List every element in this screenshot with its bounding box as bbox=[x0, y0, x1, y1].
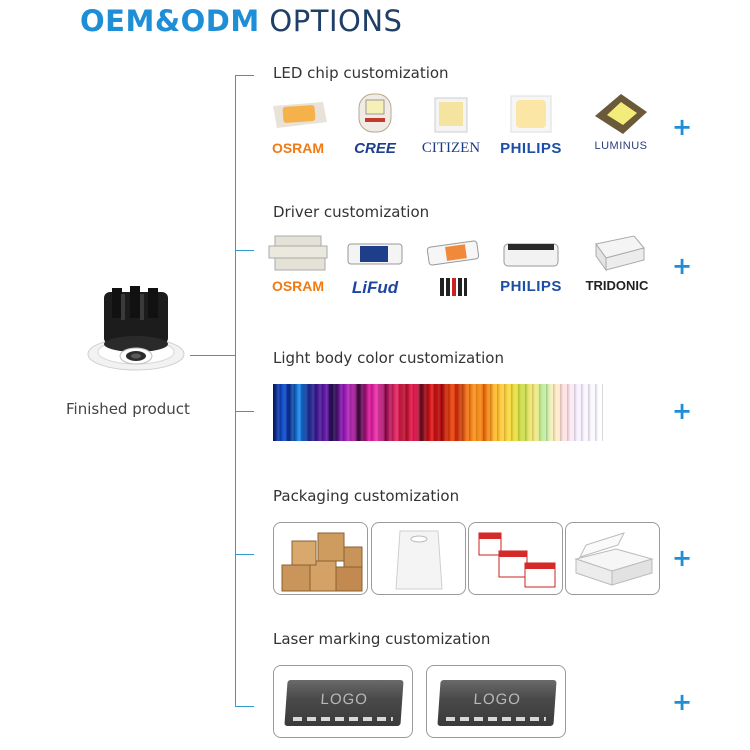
color-spectrum-swatch bbox=[273, 384, 603, 441]
connector-branch-led bbox=[235, 75, 254, 76]
laser-plate: LOGO bbox=[284, 680, 404, 726]
plus-icon: + bbox=[672, 113, 693, 141]
laser-logo-text: LOGO bbox=[319, 691, 369, 708]
white-mailer-box-icon bbox=[574, 532, 654, 586]
driver-box-icon bbox=[426, 240, 480, 266]
page-title: OEM&ODM OPTIONS bbox=[80, 4, 402, 38]
led-chip-philips: PHILIPS bbox=[486, 92, 576, 157]
connector-branch-driver bbox=[235, 250, 254, 251]
laser-option-1: LOGO bbox=[273, 665, 413, 738]
connector-horizontal-main bbox=[190, 355, 236, 356]
connector-branch-packaging bbox=[235, 554, 254, 555]
laser-logo-text: LOGO bbox=[472, 691, 522, 708]
cardboard-box-icon bbox=[281, 532, 363, 592]
led-chip-icon bbox=[510, 95, 552, 133]
driver-philips: PHILIPS bbox=[486, 234, 576, 295]
led-chip-cree: CREE bbox=[330, 90, 420, 157]
white-bag-icon bbox=[395, 530, 443, 590]
laser-section-title: Laser marking customization bbox=[273, 630, 491, 648]
driver-osram: OSRAM bbox=[253, 234, 343, 294]
connector-branch-laser bbox=[235, 706, 254, 707]
laser-slots bbox=[292, 717, 394, 721]
led-chip-icon bbox=[595, 94, 647, 134]
packaging-option-bag bbox=[371, 522, 466, 595]
led-chip-icon bbox=[358, 93, 392, 133]
downlight-icon bbox=[87, 286, 185, 371]
driver-box-icon bbox=[347, 243, 403, 265]
page-title-oem: OEM&ODM bbox=[80, 4, 260, 38]
laser-option-2: LOGO bbox=[426, 665, 566, 738]
laser-slots bbox=[445, 717, 547, 721]
driver-tridonic: TRIDONIC bbox=[572, 232, 662, 293]
led-chip-citizen: CITIZEN bbox=[406, 94, 496, 157]
driver-box-icon bbox=[268, 235, 328, 271]
red-white-box-icon bbox=[478, 532, 556, 588]
led-chip-luminus: LUMINUS bbox=[576, 92, 666, 152]
connector-branch-color bbox=[235, 411, 254, 412]
finished-product-label: Finished product bbox=[66, 400, 190, 418]
packaging-section-title: Packaging customization bbox=[273, 487, 460, 505]
plus-icon: + bbox=[672, 397, 693, 425]
laser-plate: LOGO bbox=[437, 680, 557, 726]
packaging-option-mailer-box bbox=[565, 522, 660, 595]
plus-icon: + bbox=[672, 252, 693, 280]
plus-icon: + bbox=[672, 688, 693, 716]
brand-logo-icon bbox=[440, 278, 467, 296]
driver-box-icon bbox=[503, 243, 559, 267]
packaging-option-branded-box bbox=[468, 522, 563, 595]
led-chip-icon bbox=[434, 97, 468, 133]
connector-vertical-trunk bbox=[235, 75, 236, 707]
packaging-option-cardboard bbox=[273, 522, 368, 595]
plus-icon: + bbox=[672, 544, 693, 572]
led-chip-osram: OSRAM bbox=[253, 92, 343, 156]
page-title-options: OPTIONS bbox=[269, 4, 403, 38]
led-chip-icon bbox=[273, 102, 327, 128]
driver-section-title: Driver customization bbox=[273, 203, 430, 221]
led-chip-section-title: LED chip customization bbox=[273, 64, 449, 82]
body-color-section-title: Light body color customization bbox=[273, 349, 504, 367]
driver-lifud: LiFud bbox=[330, 234, 420, 298]
driver-chinese-brand bbox=[408, 234, 498, 298]
driver-box-icon bbox=[595, 235, 645, 272]
